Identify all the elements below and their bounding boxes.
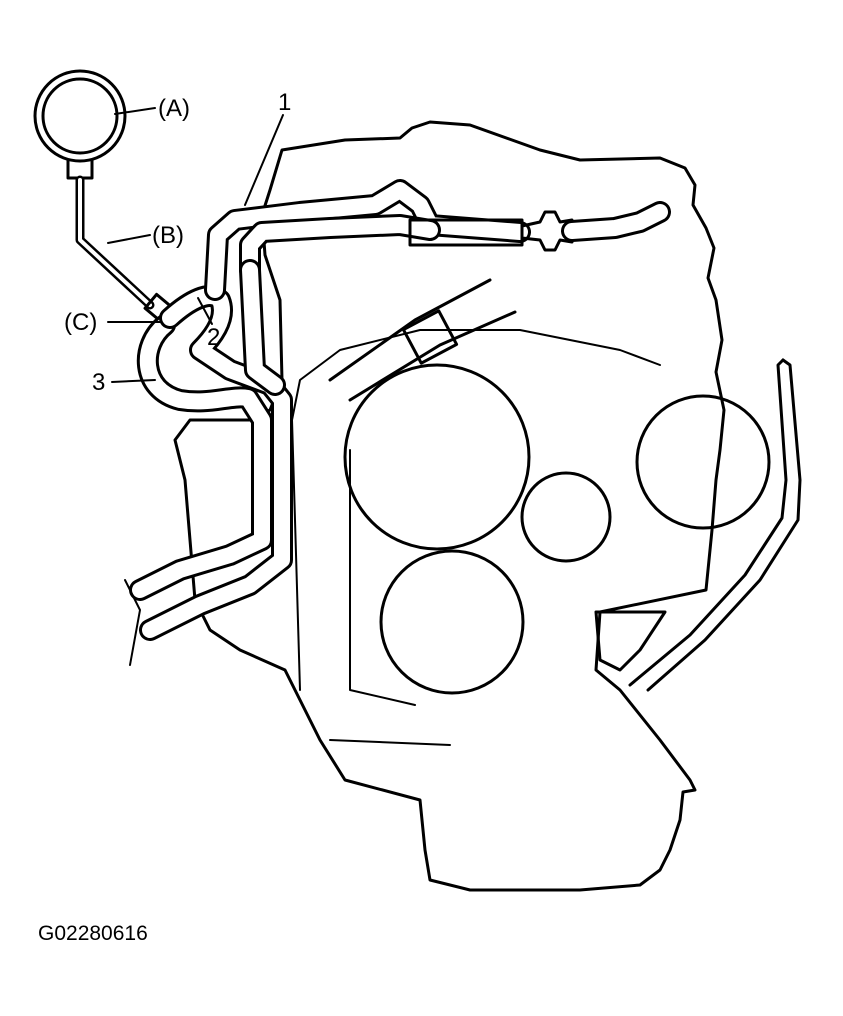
- upper-circle-left-arc: [349, 449, 416, 706]
- engine-block-outline: [173, 120, 726, 892]
- intake-tube-lower: [348, 310, 517, 402]
- leader-b: [107, 234, 151, 244]
- leader-a: [114, 107, 156, 115]
- hose-1-branch-inner: [242, 217, 438, 278]
- intake-tube-upper: [328, 278, 492, 382]
- circle-right: [635, 394, 771, 530]
- label-b: (B): [152, 222, 184, 249]
- figure-code: G02280616: [38, 922, 148, 945]
- reservoir-inner: [41, 77, 119, 155]
- end-hose-inner: [564, 204, 668, 239]
- leader-2: [197, 297, 213, 325]
- hose-3-inner: [132, 317, 270, 598]
- label-2: 2: [207, 324, 220, 351]
- small-circle-center: [520, 471, 612, 563]
- large-circle-lower: [379, 549, 525, 695]
- reservoir-neck: [66, 158, 94, 180]
- frame-left-bottom: [124, 579, 141, 666]
- reservoir-outer: [33, 69, 127, 163]
- leader-3: [111, 379, 156, 383]
- right-tube-outer: [646, 358, 802, 692]
- leader-1: [244, 114, 284, 206]
- label-c: (C): [64, 309, 97, 336]
- hose-right-link-inner: [242, 262, 283, 393]
- engine-inner-outline: [291, 329, 661, 691]
- label-a: (A): [158, 95, 190, 122]
- check-valve: [520, 210, 574, 252]
- label-1: 1: [278, 89, 291, 116]
- hose-b-inner: [78, 178, 152, 307]
- large-circle-upper: [343, 363, 531, 551]
- bracket-plate: [594, 610, 667, 672]
- label-3: 3: [92, 369, 105, 396]
- intake-clamp: [401, 309, 459, 365]
- right-tube-inner: [628, 358, 788, 687]
- engine-lower-edge: [329, 739, 451, 746]
